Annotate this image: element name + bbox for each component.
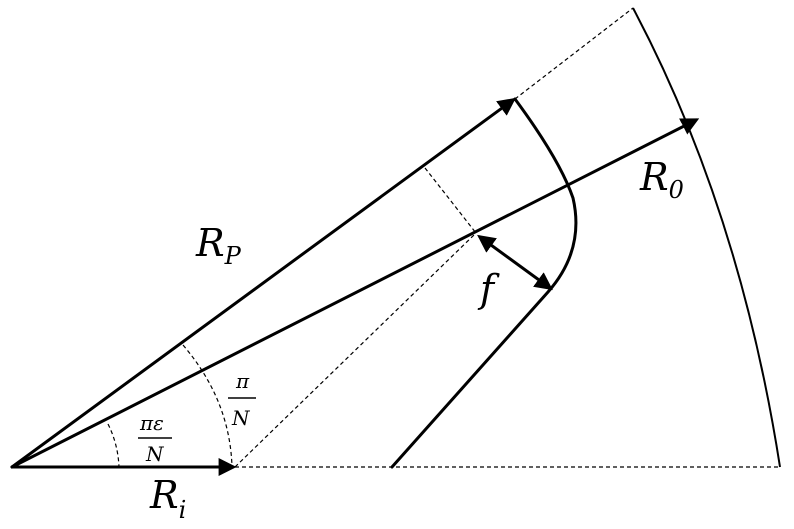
angle-arc-pi-eps-n <box>107 423 120 468</box>
label-r-p: RP <box>195 221 242 270</box>
f-double-arrow <box>477 234 553 291</box>
angle-arc-pi-n <box>182 344 233 468</box>
label-pi-eps-n-num: πε <box>139 411 164 435</box>
rp-arrow <box>10 97 516 469</box>
label-r-0: R0 <box>639 155 684 204</box>
perpendicular-dashed <box>424 167 477 234</box>
label-f: f <box>477 267 500 311</box>
outer-arc <box>632 7 781 468</box>
label-pi-n-num: π <box>235 369 250 393</box>
r0-arrow <box>10 118 700 469</box>
label-pi-eps-n-den: N <box>145 442 165 466</box>
rp-extension-dashed <box>514 7 634 100</box>
label-r-i: Ri <box>149 473 186 524</box>
tooth-profile <box>390 97 578 469</box>
ri-to-center-dashed <box>234 232 477 468</box>
label-pi-n-den: N <box>231 406 251 430</box>
